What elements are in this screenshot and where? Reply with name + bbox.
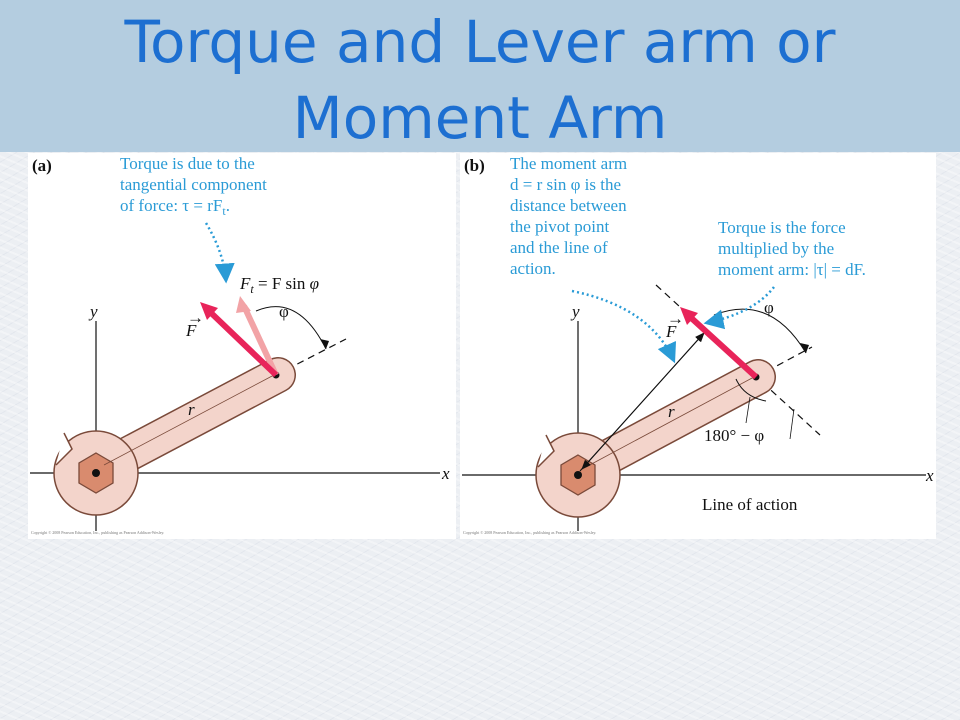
callout-pointer-a	[204, 222, 235, 284]
callout-pointer-torque	[703, 286, 775, 330]
supplementary-angle-leader	[745, 396, 751, 424]
radius-label-a: r	[188, 400, 195, 419]
panel-label-b: (b)	[464, 156, 485, 175]
x-axis-label-b: x	[925, 466, 934, 485]
torque-note-line-2: multiplied by the	[718, 239, 834, 258]
line-of-action-label: Line of action	[702, 495, 798, 514]
torque-note-a: Torque is due to the tangential componen…	[120, 154, 267, 218]
x-axis-label-a: x	[441, 464, 450, 483]
moment-note-line-3: distance between	[510, 196, 627, 215]
moment-note-line-5: and the line of	[510, 238, 608, 257]
diagram-panel-b: (b) The moment arm d = r sin φ is the di…	[460, 153, 936, 539]
title-line-1: Torque and Lever arm or	[124, 8, 836, 76]
note-a-line-3-text: of force: τ = rF	[120, 196, 222, 215]
phi-label-a: φ	[279, 302, 289, 321]
force-vec-arrow-a: →	[187, 308, 204, 327]
force-arrowhead-b	[680, 307, 698, 325]
y-axis-label-b: y	[570, 302, 580, 321]
note-a-line-3-end: .	[226, 196, 230, 215]
moment-arm-line-return	[581, 332, 705, 470]
supplementary-angle-arc	[735, 378, 767, 402]
title-banner	[0, 0, 960, 152]
wrench-a	[53, 357, 296, 516]
wrench-b	[535, 359, 776, 518]
phi-arc-a	[255, 306, 327, 350]
moment-note-line-4: the pivot point	[510, 217, 609, 236]
ft-phi: φ	[310, 274, 319, 293]
torque-note-b: Torque is the force multiplied by the mo…	[718, 218, 866, 279]
ft-F: F	[239, 274, 251, 293]
ft-rhs: = F sin	[254, 274, 310, 293]
title-line-2: Moment Arm	[292, 84, 668, 152]
torque-note-line-1: Torque is the force	[718, 218, 846, 237]
copyright-b: Copyright © 2008 Pearson Education, Inc.…	[463, 530, 596, 536]
tangential-force-vector	[241, 304, 279, 377]
copyright-a: Copyright © 2008 Pearson Education, Inc.…	[31, 530, 164, 536]
line-of-action-leader	[789, 408, 795, 440]
diagram-b-svg: (b) The moment arm d = r sin φ is the di…	[462, 154, 934, 536]
phi-arc-arrowhead-b	[800, 343, 809, 353]
radius-extension-b	[755, 346, 813, 378]
force-label-b: F	[665, 322, 677, 341]
note-a-line-2: tangential component	[120, 175, 267, 194]
force-vec-arrow-b: →	[667, 309, 684, 328]
radius-label-b: r	[668, 402, 675, 421]
y-axis-label-a: y	[88, 302, 98, 321]
note-a-line-1: Torque is due to the	[120, 154, 255, 173]
moment-note-line-2: d = r sin φ is the	[510, 175, 621, 194]
moment-arm-note: The moment arm d = r sin φ is the distan…	[510, 154, 627, 278]
callout-pointer-moment	[571, 289, 677, 364]
phi-label-b: φ	[764, 298, 774, 317]
note-a-line-3-sub: t	[222, 204, 226, 218]
panel-label-a: (a)	[32, 156, 52, 175]
phi-arc-b	[713, 308, 807, 354]
force-arrowhead-a	[200, 302, 218, 320]
moment-note-line-1: The moment arm	[510, 154, 627, 173]
force-vector-a	[205, 307, 279, 378]
moment-note-line-6: action.	[510, 259, 556, 278]
tangential-force-label: Ft = F sin φ	[239, 274, 319, 296]
ft-sub: t	[250, 282, 254, 296]
diagram-a-svg: (a) Torque is due to the tangential comp…	[30, 154, 450, 536]
force-label-a: F	[185, 321, 197, 340]
note-a-line-3: of force: τ = rFt.	[120, 196, 230, 218]
phi-arc-arrowhead-a	[320, 339, 329, 349]
tangential-force-arrowhead	[236, 296, 251, 313]
slide-title: Torque and Lever arm or Moment Arm	[0, 4, 960, 156]
supplementary-angle-label: 180° − φ	[704, 426, 764, 445]
torque-note-line-3: moment arm: |τ| = dF.	[718, 260, 866, 279]
force-vector-b	[685, 312, 759, 380]
diagram-panel-a: (a) Torque is due to the tangential comp…	[28, 153, 456, 539]
